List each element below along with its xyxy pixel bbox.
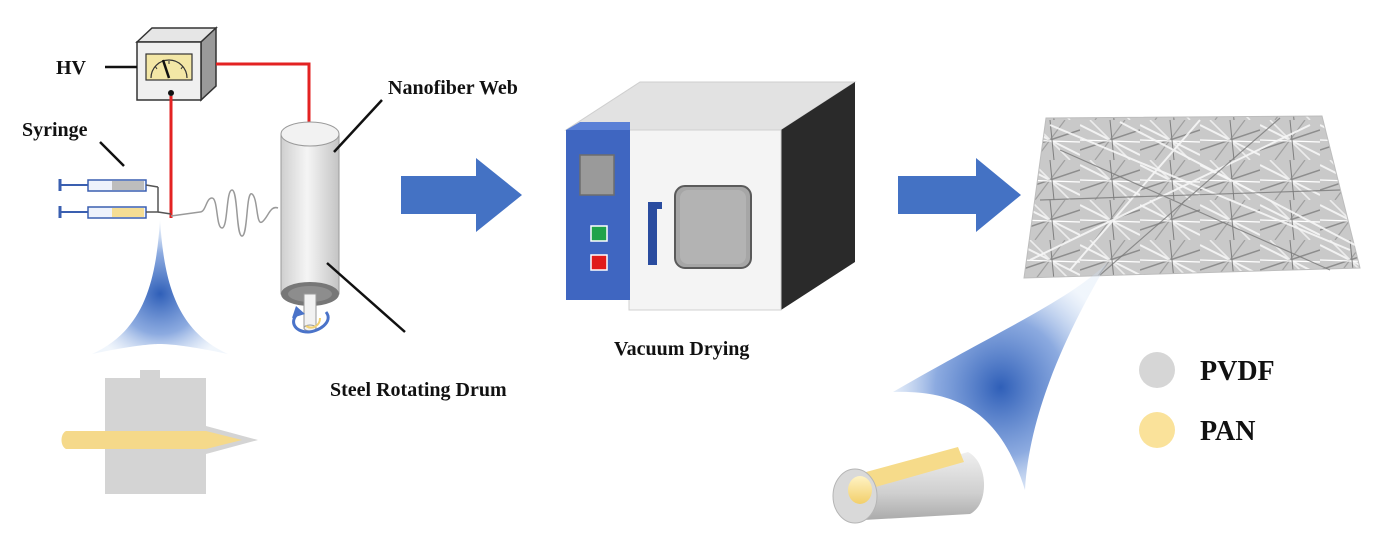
oven-red-button <box>590 254 608 271</box>
legend-label-pan: PAN <box>1200 416 1255 447</box>
magnifier-cone <box>893 262 1108 490</box>
hv-label: HV <box>56 57 87 79</box>
legend: PVDF PAN <box>1139 352 1275 448</box>
nanofiber-web-label: Nanofiber Web <box>388 77 518 99</box>
oven-door-handle <box>648 202 662 265</box>
rotation-arrow-icon <box>292 306 330 334</box>
coaxial-nozzle <box>61 370 258 494</box>
steel-rotating-drum-leader <box>326 262 406 333</box>
process-arrow-icon <box>898 158 1021 232</box>
syringe-label-leader <box>99 141 125 167</box>
legend-swatch-pan <box>1139 412 1175 448</box>
oven-display <box>579 154 615 196</box>
taylor-cone-left <box>92 220 228 354</box>
process-arrow-icon <box>401 158 522 232</box>
hv-wires <box>169 62 311 218</box>
oven-icon <box>564 81 857 311</box>
nanofiber-web-leader <box>333 99 383 153</box>
legend-label-pvdf: PVDF <box>1200 356 1275 387</box>
syringe-icon <box>58 179 172 219</box>
fiber-jet <box>170 189 279 237</box>
drum-icon <box>280 121 340 332</box>
legend-swatch-pvdf <box>1139 352 1175 388</box>
coaxial-fiber-icon <box>832 447 985 524</box>
steel-rotating-drum-label: Steel Rotating Drum <box>330 379 507 401</box>
syringe-label: Syringe <box>22 119 88 141</box>
vacuum-drying-label: Vacuum Drying <box>614 338 749 360</box>
hv-meter-icon <box>145 53 193 81</box>
hv-power-supply <box>135 26 218 102</box>
oven-green-button <box>590 225 608 242</box>
fiber-mat-icon <box>1023 115 1361 279</box>
